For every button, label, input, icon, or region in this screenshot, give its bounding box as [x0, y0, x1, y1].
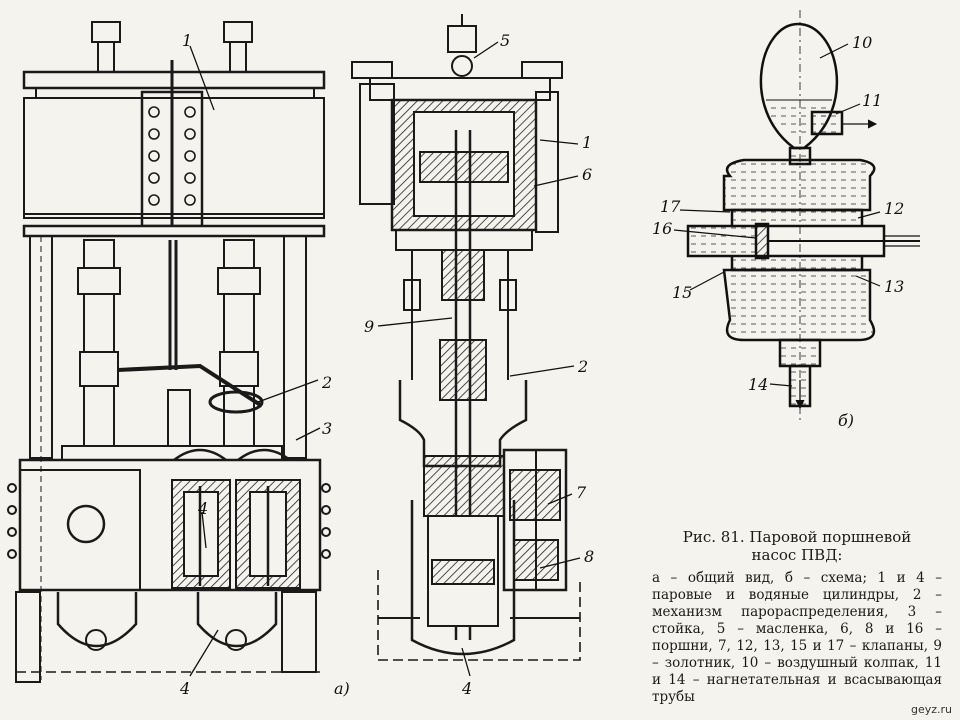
label-8: 8	[584, 547, 594, 566]
label-2-mid: 2	[577, 357, 588, 376]
label-1-a: 1	[182, 31, 192, 50]
label-15: 15	[672, 283, 692, 302]
label-4-a-top: 4	[197, 499, 208, 518]
view-a-general	[7, 21, 331, 683]
label-16: 16	[652, 219, 672, 238]
view-section	[351, 14, 581, 661]
figure-caption: Рис. 81. Паровой поршневой насос ПВД: а …	[652, 528, 942, 706]
label-10: 10	[852, 33, 872, 52]
watermark: geyz.ru	[910, 703, 952, 716]
caption-title-line1: Рис. 81. Паровой поршневой	[682, 528, 912, 546]
label-7: 7	[576, 483, 587, 502]
view-a-leaders	[189, 45, 321, 677]
label-3-a: 3	[322, 419, 332, 438]
caption-title-line2: насос ПВД:	[751, 546, 843, 564]
label-1-mid: 1	[582, 133, 592, 152]
caption-body: а – общий вид, б – схема; 1 и 4 – паровы…	[652, 570, 942, 705]
label-6: 6	[582, 165, 592, 184]
label-13: 13	[884, 277, 904, 296]
view-section-leaders	[377, 41, 581, 677]
label-2-a: 2	[321, 373, 332, 392]
label-17: 17	[660, 197, 681, 216]
label-panel-b: б)	[838, 411, 854, 430]
label-panel-a: а)	[334, 679, 350, 698]
label-5: 5	[500, 31, 510, 50]
label-14: 14	[748, 375, 768, 394]
view-b-scheme	[686, 10, 920, 420]
label-4-a-bottom: 4	[179, 679, 190, 698]
view-b-leaders	[673, 43, 881, 387]
label-11: 11	[862, 91, 882, 110]
label-4-mid: 4	[461, 679, 472, 698]
label-9: 9	[364, 317, 374, 336]
label-12: 12	[884, 199, 904, 218]
caption-title: Рис. 81. Паровой поршневой насос ПВД:	[652, 528, 942, 564]
